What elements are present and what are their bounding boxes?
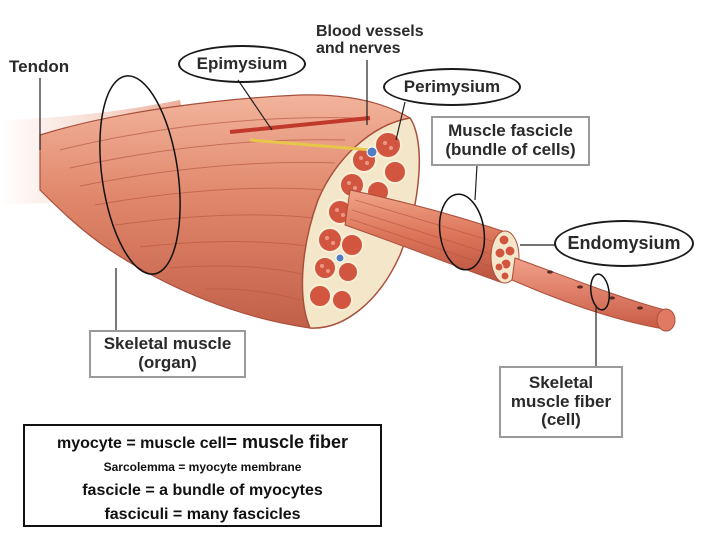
fascicle-end-fibers bbox=[494, 234, 516, 281]
definition-sarcolemma: Sarcolemma = myocyte membrane bbox=[103, 460, 302, 474]
skeletal-fiber-line-1: Skeletal bbox=[528, 373, 594, 392]
blood-vessels-line-1: Blood vessels bbox=[316, 23, 424, 40]
endomysium-label: Endomysium bbox=[567, 233, 681, 253]
skeletal-fiber-box: Skeletal muscle fiber (cell) bbox=[499, 366, 623, 438]
definition-muscle-fiber: = muscle fiber bbox=[226, 432, 348, 452]
skeletal-muscle-loop bbox=[99, 75, 181, 275]
definition-fasciculi: fasciculi = many fascicles bbox=[104, 506, 301, 523]
definitions-box: myocyte = muscle cell= muscle fiber Sarc… bbox=[23, 424, 382, 527]
blood-vessels-label: Blood vessels and nerves bbox=[316, 23, 424, 58]
blood-vessels-line-2: and nerves bbox=[316, 39, 401, 57]
definition-line-1: myocyte = muscle cell= muscle fiber bbox=[25, 432, 380, 453]
blood-vessels-and-nerves bbox=[229, 116, 378, 263]
epimysium-oval: Epimysium bbox=[178, 45, 306, 83]
muscle-striations bbox=[59, 117, 361, 301]
skeletal-muscle-line-1: Skeletal muscle bbox=[103, 334, 232, 353]
skeletal-fiber-line-3: (cell) bbox=[541, 410, 581, 430]
skeletal-fiber-line-2: muscle fiber bbox=[510, 391, 612, 411]
perimysium-oval: Perimysium bbox=[383, 68, 521, 106]
definition-fascicle: fascicle = a bundle of myocytes bbox=[82, 482, 323, 499]
fascicle-cylinder bbox=[344, 189, 506, 283]
skeletal-muscle-line-2: (organ) bbox=[138, 352, 197, 372]
fiber-end bbox=[656, 308, 676, 332]
perimysium-label: Perimysium bbox=[403, 77, 501, 96]
skeletal-muscle-box: Skeletal muscle (organ) bbox=[89, 330, 246, 378]
fiber-nuclei bbox=[547, 270, 643, 310]
endomysium-oval: Endomysium bbox=[554, 220, 694, 267]
epimysium-label: Epimysium bbox=[196, 54, 288, 73]
definition-myocyte: myocyte = muscle cell bbox=[57, 435, 227, 452]
muscle-fascicle-box: Muscle fascicle (bundle of cells) bbox=[431, 116, 590, 166]
fiber-loop bbox=[589, 273, 611, 311]
tendon-label: Tendon bbox=[9, 57, 70, 76]
muscle-fascicle-line-2: (bundle of cells) bbox=[445, 139, 576, 159]
fascicle-loop bbox=[438, 193, 486, 271]
muscle-fascicle-line-1: Muscle fascicle bbox=[448, 121, 573, 140]
fascicle-dots bbox=[320, 141, 393, 273]
leader-lines bbox=[39, 60, 597, 366]
fascicle-striations bbox=[349, 199, 506, 271]
